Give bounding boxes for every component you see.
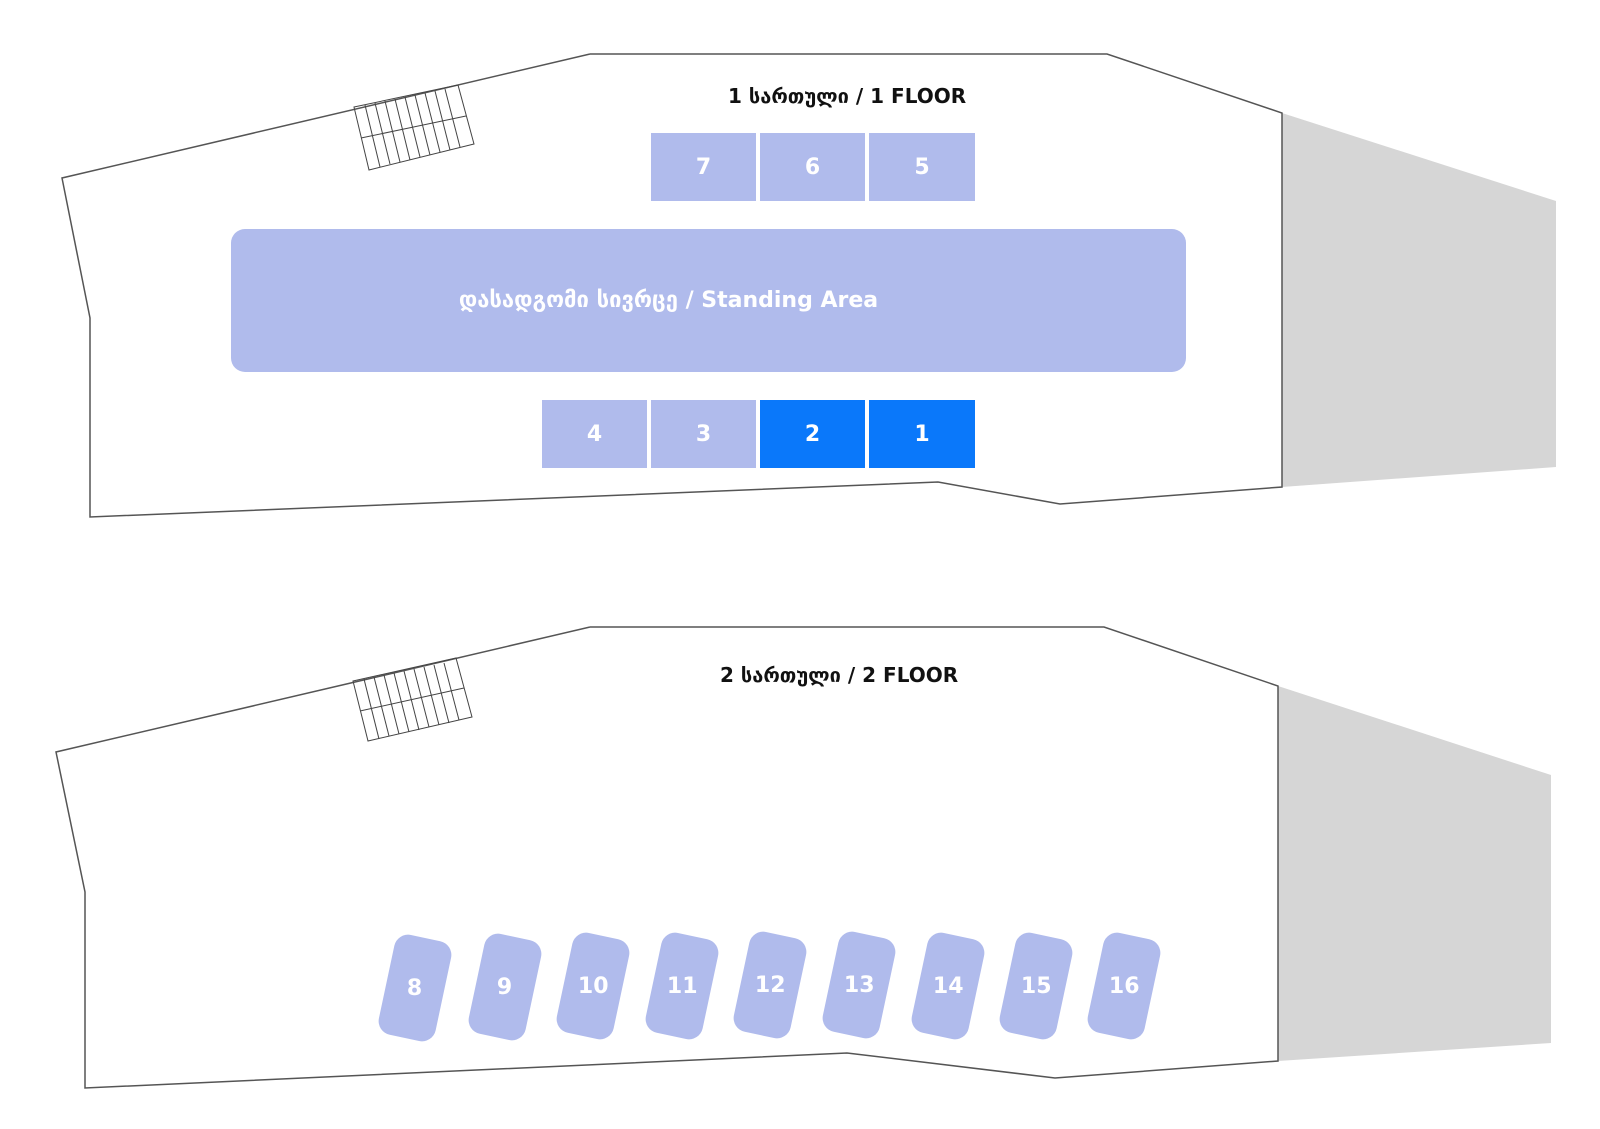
floor2-title: 2 სართული / 2 FLOOR [720,663,959,687]
booth-10-label: 10 [577,973,609,999]
floor2-gray-block [1278,686,1551,1061]
booth-15-label: 15 [1020,973,1052,999]
floor1-gray-block [1282,113,1556,487]
floor1-title: 1 სართული / 1 FLOOR [728,84,967,108]
seat-6[interactable]: 6 [760,133,865,201]
standing-area[interactable]: დასადგომი სივრცე / Standing Area [231,229,1186,372]
seat-1[interactable]: 1 [869,400,975,468]
seat-5[interactable]: 5 [869,133,975,201]
booth-11-label: 11 [666,973,698,999]
floor1-outline [61,53,1556,518]
seat-4[interactable]: 4 [542,400,647,468]
floor2-stairs [352,657,473,742]
booth-16-label: 16 [1108,973,1140,999]
booth-8-label: 8 [407,975,423,1001]
floor1-stairs [353,84,475,171]
standing-area-label: დასადგომი სივრცე / Standing Area [458,288,879,313]
floor2-outline [55,626,1551,1089]
floor2-wall [55,626,1279,1089]
seat-7[interactable]: 7 [651,133,756,201]
seat-2[interactable]: 2 [760,400,865,468]
booth-14-label: 14 [932,973,964,999]
booth-13-label: 13 [843,972,875,998]
seat-3[interactable]: 3 [651,400,756,468]
booth-9-label: 9 [497,974,513,1000]
floor1-wall [61,53,1283,518]
booth-12-label: 12 [754,972,786,998]
